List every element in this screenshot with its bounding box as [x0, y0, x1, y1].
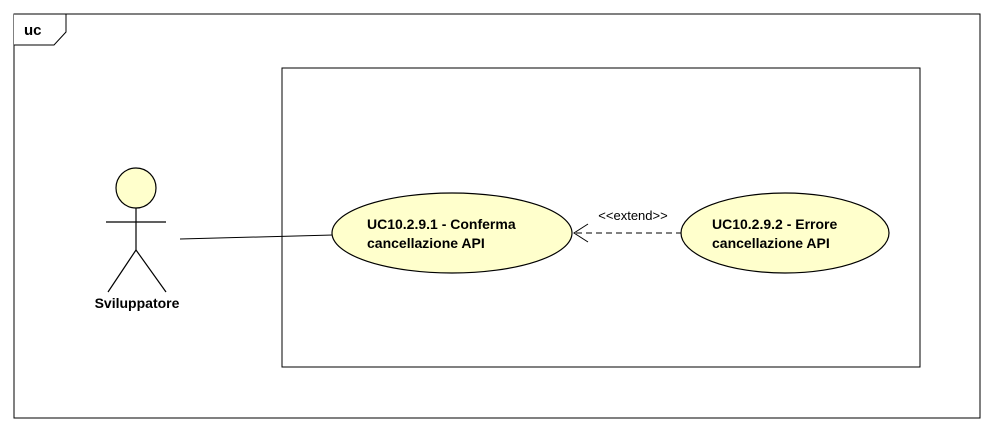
actor-sviluppatore[interactable]: Sviluppatore — [95, 167, 180, 311]
actor-head — [115, 167, 157, 209]
actor-left-leg — [107, 249, 137, 293]
use-case-label-line1: UC10.2.9.1 - Conferma — [367, 216, 516, 232]
use-case-errore[interactable]: UC10.2.9.2 - Errore cancellazione API — [680, 192, 890, 274]
actor-right-leg — [135, 249, 167, 293]
use-case-conferma[interactable]: UC10.2.9.1 - Conferma cancellazione API — [331, 192, 573, 274]
extend-stereotype: <<extend>> — [598, 208, 667, 223]
frame-label: uc — [24, 22, 42, 39]
actor-label: Sviluppatore — [95, 295, 180, 311]
use-case-ellipse — [331, 192, 573, 274]
extend-arrowhead — [573, 223, 589, 243]
use-case-label-line1: UC10.2.9.2 - Errore — [712, 216, 837, 232]
use-case-label-line2: cancellazione API — [712, 235, 830, 251]
association-line — [179, 234, 334, 240]
use-case-label-line2: cancellazione API — [367, 235, 485, 251]
use-case-ellipse — [680, 192, 890, 274]
frame-tab — [14, 13, 67, 46]
